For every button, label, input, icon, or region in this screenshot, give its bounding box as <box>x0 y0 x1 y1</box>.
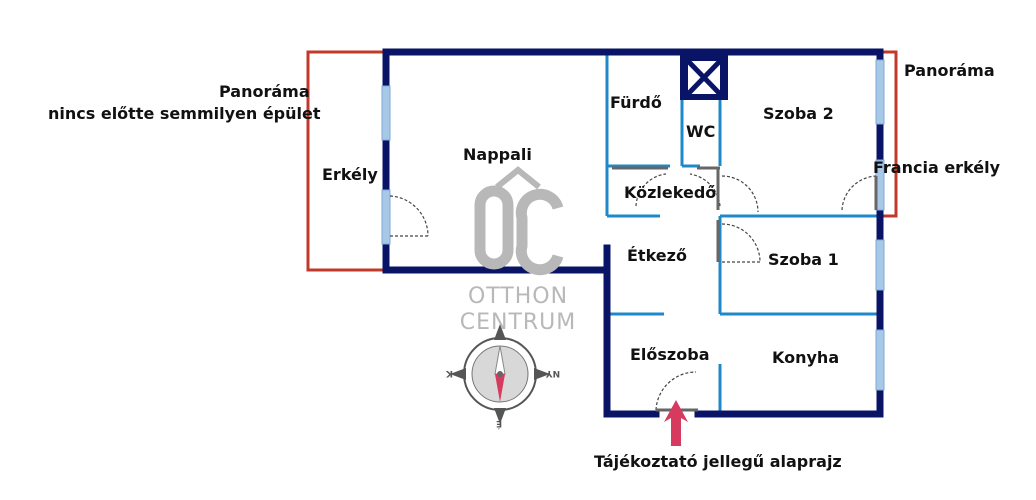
compass-west-label: K <box>446 368 453 378</box>
panorama-right-label: Panoráma <box>904 61 995 80</box>
window <box>381 189 391 245</box>
panorama-left-label: Panoráma <box>219 82 310 101</box>
room-konyha: Konyha <box>772 348 840 367</box>
window <box>381 85 391 141</box>
logo-mark <box>474 166 564 276</box>
balcony-outline <box>306 50 898 272</box>
window <box>875 239 885 291</box>
francia-erkely-label: Francia erkély <box>873 158 1001 177</box>
entrance-arrow <box>664 400 688 446</box>
window <box>875 329 885 391</box>
ventilation-shaft <box>680 55 728 100</box>
room-szoba2: Szoba 2 <box>763 104 834 123</box>
door-arc <box>689 173 721 207</box>
room-furdo: Fürdő <box>610 93 662 112</box>
caption: Tájékoztató jellegű alaprajz <box>594 452 842 471</box>
compass-east-label: NY <box>546 368 561 378</box>
door-arc <box>721 223 761 263</box>
door-arc <box>721 175 759 213</box>
left-balcony <box>306 50 386 272</box>
compass <box>450 324 550 424</box>
room-etkezo: Étkező <box>627 246 687 265</box>
room-kozlekedo: Közlekedő <box>624 183 717 202</box>
room-erkely: Erkély <box>322 165 378 184</box>
room-wc: WC <box>686 122 716 141</box>
compass-south-label: É <box>496 418 503 428</box>
room-eloszoba: Előszoba <box>630 345 710 364</box>
logo-text-centrum: CENTRUM <box>459 310 577 335</box>
door-panels <box>612 166 878 412</box>
door-arc <box>655 371 697 411</box>
outer-walls <box>382 48 884 418</box>
windows <box>381 59 885 391</box>
panorama-left-sublabel: nincs előtte semmilyen épület <box>48 104 321 123</box>
inner-walls <box>605 52 880 414</box>
doors <box>389 173 877 411</box>
right-balcony <box>880 50 898 218</box>
window <box>875 59 885 125</box>
door-arc <box>635 173 667 207</box>
logo-text-otthon: OTTHON <box>467 284 569 309</box>
door-arc <box>389 195 429 237</box>
room-szoba1: Szoba 1 <box>768 250 839 269</box>
room-nappali: Nappali <box>463 145 532 164</box>
door-arc <box>841 175 877 211</box>
